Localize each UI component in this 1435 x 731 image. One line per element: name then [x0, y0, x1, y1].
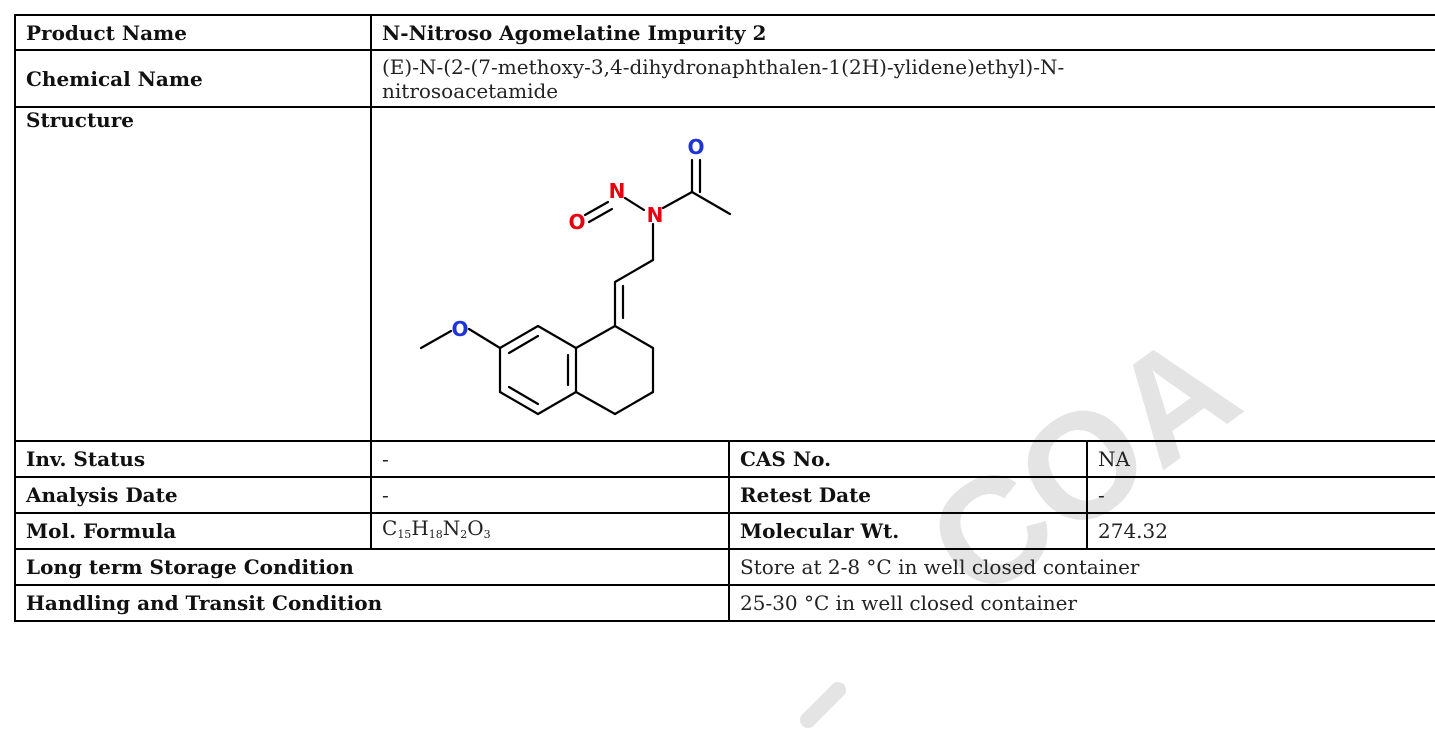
cas-label: CAS No. [728, 440, 1088, 478]
bond [574, 324, 617, 350]
bond [587, 207, 614, 224]
structure-row: Structure [14, 106, 1435, 442]
mol-formula-label: Mol. Formula [14, 512, 372, 550]
formula-row: Mol. Formula C15H18N2O3 Molecular Wt. 27… [14, 512, 1435, 550]
storage-value: Store at 2-8 °C in well closed container [727, 548, 1435, 586]
bond [574, 390, 617, 416]
chemical-structure-diagram: O N O N O [419, 135, 732, 416]
chemical-name-label: Chemical Name [14, 49, 372, 108]
formula-element: H [411, 515, 429, 540]
bond [623, 196, 646, 212]
bond [661, 190, 694, 210]
atom-label-o-carbonyl: O [687, 135, 704, 159]
inv-status-row: Inv. Status - CAS No. NA [14, 440, 1435, 478]
bond [498, 390, 540, 416]
bond [613, 258, 655, 284]
structure-label: Structure [14, 106, 372, 442]
storage-row: Long term Storage Condition Store at 2-8… [14, 548, 1435, 586]
structure-cell: O N O N O [369, 106, 1435, 442]
bond [507, 334, 540, 355]
molecular-wt-label: Molecular Wt. [728, 512, 1088, 550]
formula-element: O [467, 515, 484, 540]
handling-label: Handling and Transit Condition [14, 584, 730, 622]
analysis-date-row: Analysis Date - Retest Date - [14, 476, 1435, 514]
atom-label-n-nitroso: N [609, 179, 626, 203]
bond [690, 190, 732, 216]
product-name-row: Product Name N-Nitroso Agomelatine Impur… [14, 14, 1435, 51]
mol-formula-value: C15H18N2O3 [370, 512, 730, 550]
analysis-date-label: Analysis Date [14, 476, 372, 514]
chemical-name-row: Chemical Name (E)-N-(2-(7-methoxy-3,4-di… [14, 49, 1435, 108]
bond [536, 324, 578, 350]
formula-count: 3 [483, 527, 491, 541]
formula-count: 2 [460, 527, 468, 541]
chemical-name-line2: nitrosoacetamide [382, 78, 559, 103]
bond [536, 390, 578, 416]
retest-date-label: Retest Date [728, 476, 1088, 514]
formula-element: C [382, 515, 398, 540]
formula-count: 18 [428, 527, 443, 541]
bond [419, 329, 453, 350]
product-name-value: N-Nitroso Agomelatine Impurity 2 [369, 14, 1435, 51]
molecular-wt-value: 274.32 [1085, 512, 1435, 550]
handling-row: Handling and Transit Condition 25-30 °C … [14, 584, 1435, 622]
product-name-label: Product Name [14, 14, 372, 51]
analysis-date-value: - [370, 476, 730, 514]
inv-status-value: - [370, 440, 730, 478]
handling-value: 25-30 °C in well closed container [727, 584, 1435, 622]
chemical-name-line1: (E)-N-(2-(7-methoxy-3,4-dihydronaphthale… [382, 54, 1065, 79]
bond [507, 385, 540, 406]
bond [583, 200, 610, 217]
cas-value: NA [1085, 440, 1435, 478]
atom-label-o-methoxy: O [451, 317, 468, 341]
atom-label-o-nitroso: O [568, 210, 585, 234]
bond [613, 390, 655, 416]
chemical-name-value: (E)-N-(2-(7-methoxy-3,4-dihydronaphthale… [369, 49, 1435, 108]
bond [613, 324, 655, 350]
atom-label-n-amide: N [647, 203, 664, 227]
formula-count: 15 [397, 527, 412, 541]
inv-status-label: Inv. Status [14, 440, 372, 478]
formula-element: N [442, 515, 461, 540]
retest-date-value: - [1085, 476, 1435, 514]
bond [467, 327, 502, 350]
storage-label: Long term Storage Condition [14, 548, 730, 586]
bond [498, 324, 540, 350]
product-info-table: Product Name N-Nitroso Agomelatine Impur… [14, 14, 1435, 622]
